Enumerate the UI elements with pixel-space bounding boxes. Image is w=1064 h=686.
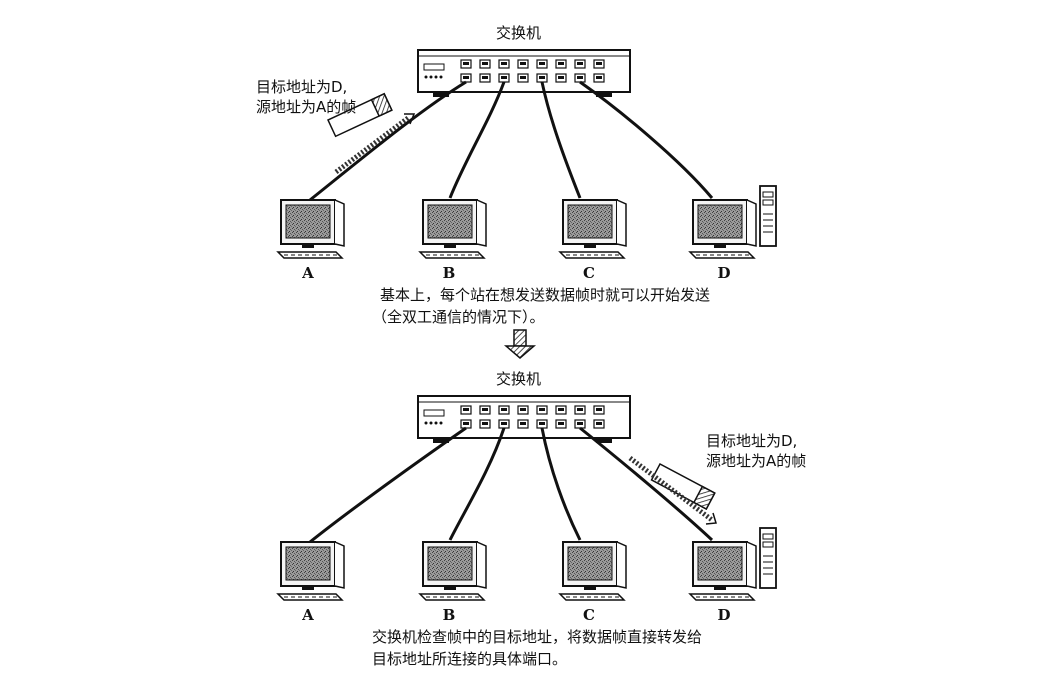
bottom-computers [276,527,777,601]
desktop-computer [558,541,627,601]
bottom-pc-label-c: C [583,606,595,624]
transition-down-arrow [503,329,537,359]
top-computers [276,185,777,259]
network-cable [540,427,582,541]
network-cable [448,427,506,541]
desktop-computer [418,541,487,601]
top-pc-label-b: B [442,264,456,282]
top-switch-label: 交换机 [496,24,542,42]
top-switch [417,49,631,97]
network-cable [309,426,467,544]
network-cable [309,80,467,202]
bottom-pc-label-b: B [442,606,456,624]
desktop-computer [276,199,345,259]
bottom-switch [417,395,631,443]
bottom-pc-label-d: D [717,606,731,624]
bottom-cables [309,426,714,544]
top-pc-label-c: C [583,264,595,282]
bottom-pc-label-a: A [302,606,314,624]
bottom-caption-line1: 交换机检查帧中的目标地址，将数据帧直接转发给 [372,628,703,646]
network-cable [579,80,714,199]
top-frame-label-line2: 源地址为A的帧 [256,98,357,116]
bottom-frame-label-line1: 目标地址为D, [706,432,798,450]
top-pc-label-d: D [717,264,731,282]
top-frame-label-line1: 目标地址为D, [256,78,348,96]
desktop-computer [558,199,627,259]
bottom-motion-arrow [628,456,717,525]
top-cables [309,80,714,202]
desktop-computer [418,199,487,259]
top-caption-line1: 基本上，每个站在想发送数据帧时就可以开始发送 [380,286,711,304]
network-cable [448,81,506,199]
network-cable [540,81,582,199]
bottom-switch-label: 交换机 [496,370,542,388]
top-motion-arrow [334,113,416,174]
top-pc-label-a: A [302,264,314,282]
tower-computer [688,185,777,259]
bottom-frame-label-line2: 源地址为A的帧 [706,452,807,470]
desktop-computer [276,541,345,601]
top-frame-icon [327,92,393,138]
top-caption-line2: （全双工通信的情况下）。 [372,308,545,326]
tower-computer [688,527,777,601]
top-switch-ports [460,59,605,83]
network-cable [579,426,714,542]
bottom-caption-line2: 目标地址所连接的具体端口。 [372,650,568,668]
